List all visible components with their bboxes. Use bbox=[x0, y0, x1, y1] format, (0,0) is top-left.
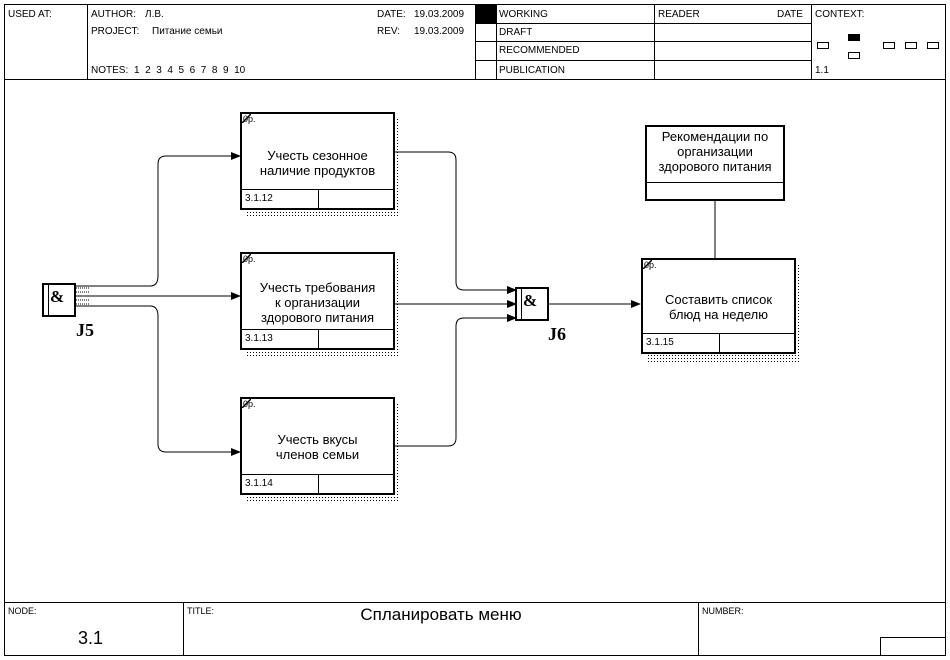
box-label: Составить список блюд на неделю bbox=[664, 292, 773, 322]
box-footer-divider bbox=[719, 334, 720, 352]
corner-mark bbox=[242, 254, 251, 263]
project-label: PROJECT: bbox=[91, 26, 140, 37]
process-box-2[interactable]: 0р. Учесть требования к организации здор… bbox=[240, 252, 395, 350]
context-box bbox=[883, 42, 895, 49]
context-box-current bbox=[848, 34, 860, 41]
and-icon: & bbox=[523, 291, 538, 310]
corner-mark bbox=[242, 399, 251, 408]
box-label: Учесть вкусы членов семьи bbox=[275, 432, 360, 462]
context-label: CONTEXT: bbox=[815, 9, 865, 20]
used-at-label: USED AT: bbox=[8, 9, 52, 20]
box-footer: 3.1.14 bbox=[242, 474, 393, 493]
header-divider bbox=[475, 4, 476, 80]
box-footer-divider bbox=[318, 190, 319, 208]
context-node: 1.1 bbox=[815, 65, 829, 76]
context-box bbox=[848, 52, 860, 59]
reference-label: Рекомендации по организации здорового пи… bbox=[658, 129, 772, 174]
box-footer: 3.1.12 bbox=[242, 189, 393, 208]
status-row-divider bbox=[475, 23, 811, 24]
footer-corner-box bbox=[880, 637, 946, 656]
footer-divider bbox=[698, 602, 699, 656]
project-value: Питание семьи bbox=[152, 26, 223, 37]
box-number: 3.1.13 bbox=[245, 333, 273, 344]
arrow-j5-to-box1 bbox=[76, 152, 241, 287]
context-box bbox=[927, 42, 939, 49]
junction-j5-label: J5 bbox=[76, 320, 94, 340]
junction-j6[interactable]: & bbox=[515, 287, 549, 321]
process-box-3[interactable]: 0р. Учесть вкусы членов семьи 3.1.14 bbox=[240, 397, 395, 495]
corner-mark bbox=[242, 114, 251, 123]
date-label: DATE: bbox=[377, 9, 406, 20]
status-publication: PUBLICATION bbox=[499, 65, 565, 76]
context-box bbox=[817, 42, 829, 49]
header-divider bbox=[811, 4, 812, 80]
rev-label: REV: bbox=[377, 26, 400, 37]
box-label: Учесть требования к организации здоровог… bbox=[259, 280, 376, 325]
header-divider bbox=[654, 4, 655, 80]
arrow-box1-to-j6 bbox=[394, 151, 517, 294]
footer-divider bbox=[183, 602, 184, 656]
junction-bar bbox=[48, 285, 49, 315]
box-cost: 0р. bbox=[243, 114, 256, 124]
status-working: WORKING bbox=[499, 9, 548, 20]
reference-box[interactable]: Рекомендации по организации здорового пи… bbox=[645, 125, 785, 201]
reader-date-label: DATE bbox=[777, 9, 803, 20]
context-box bbox=[905, 42, 917, 49]
process-box-4[interactable]: 0р. Составить список блюд на неделю 3.1.… bbox=[641, 258, 796, 354]
status-row-divider bbox=[475, 41, 811, 42]
box-number: 3.1.14 bbox=[245, 478, 273, 489]
box-cost: 0р. bbox=[243, 399, 256, 409]
junction-j5[interactable]: & bbox=[42, 283, 76, 317]
reader-label: READER bbox=[658, 9, 700, 20]
arrow-box3-to-j6 bbox=[394, 314, 517, 447]
arrow-j5-to-box3 bbox=[76, 305, 241, 456]
corner-mark bbox=[643, 260, 652, 269]
date-value: 19.03.2009 bbox=[414, 9, 465, 20]
box-footer-divider bbox=[318, 330, 319, 348]
status-draft: DRAFT bbox=[499, 27, 533, 38]
notes-value: 1 2 3 4 5 6 7 8 9 10 bbox=[134, 65, 246, 76]
box-footer: 3.1.15 bbox=[643, 333, 794, 352]
junction-j6-label: J6 bbox=[548, 324, 566, 344]
title-label: TITLE: bbox=[187, 606, 215, 616]
status-working-marker bbox=[476, 5, 496, 23]
node-label: NODE: bbox=[8, 606, 37, 616]
reference-footer bbox=[647, 182, 783, 199]
number-label: NUMBER: bbox=[702, 606, 744, 616]
status-row-divider bbox=[475, 60, 811, 61]
author-label: AUTHOR: bbox=[91, 9, 136, 20]
box-cost: 0р. bbox=[243, 254, 256, 264]
box-number: 3.1.12 bbox=[245, 193, 273, 204]
box-footer: 3.1.13 bbox=[242, 329, 393, 348]
header-divider bbox=[87, 4, 88, 80]
status-recommended: RECOMMENDED bbox=[499, 45, 580, 56]
box-footer-divider bbox=[318, 475, 319, 493]
rev-value: 19.03.2009 bbox=[414, 26, 465, 37]
box-label: Учесть сезонное наличие продуктов bbox=[259, 148, 376, 178]
header-divider bbox=[496, 4, 497, 80]
node-value: 3.1 bbox=[78, 628, 104, 648]
author-value: Л.В. bbox=[145, 9, 164, 20]
box-cost: 0р. bbox=[644, 260, 657, 270]
and-icon: & bbox=[50, 287, 65, 306]
process-box-1[interactable]: 0р. Учесть сезонное наличие продуктов 3.… bbox=[240, 112, 395, 210]
box-number: 3.1.15 bbox=[646, 337, 674, 348]
junction-bar bbox=[521, 289, 522, 319]
page-title: Спланировать меню bbox=[360, 605, 522, 624]
notes-label: NOTES: bbox=[91, 65, 129, 76]
footer-frame bbox=[4, 602, 946, 656]
